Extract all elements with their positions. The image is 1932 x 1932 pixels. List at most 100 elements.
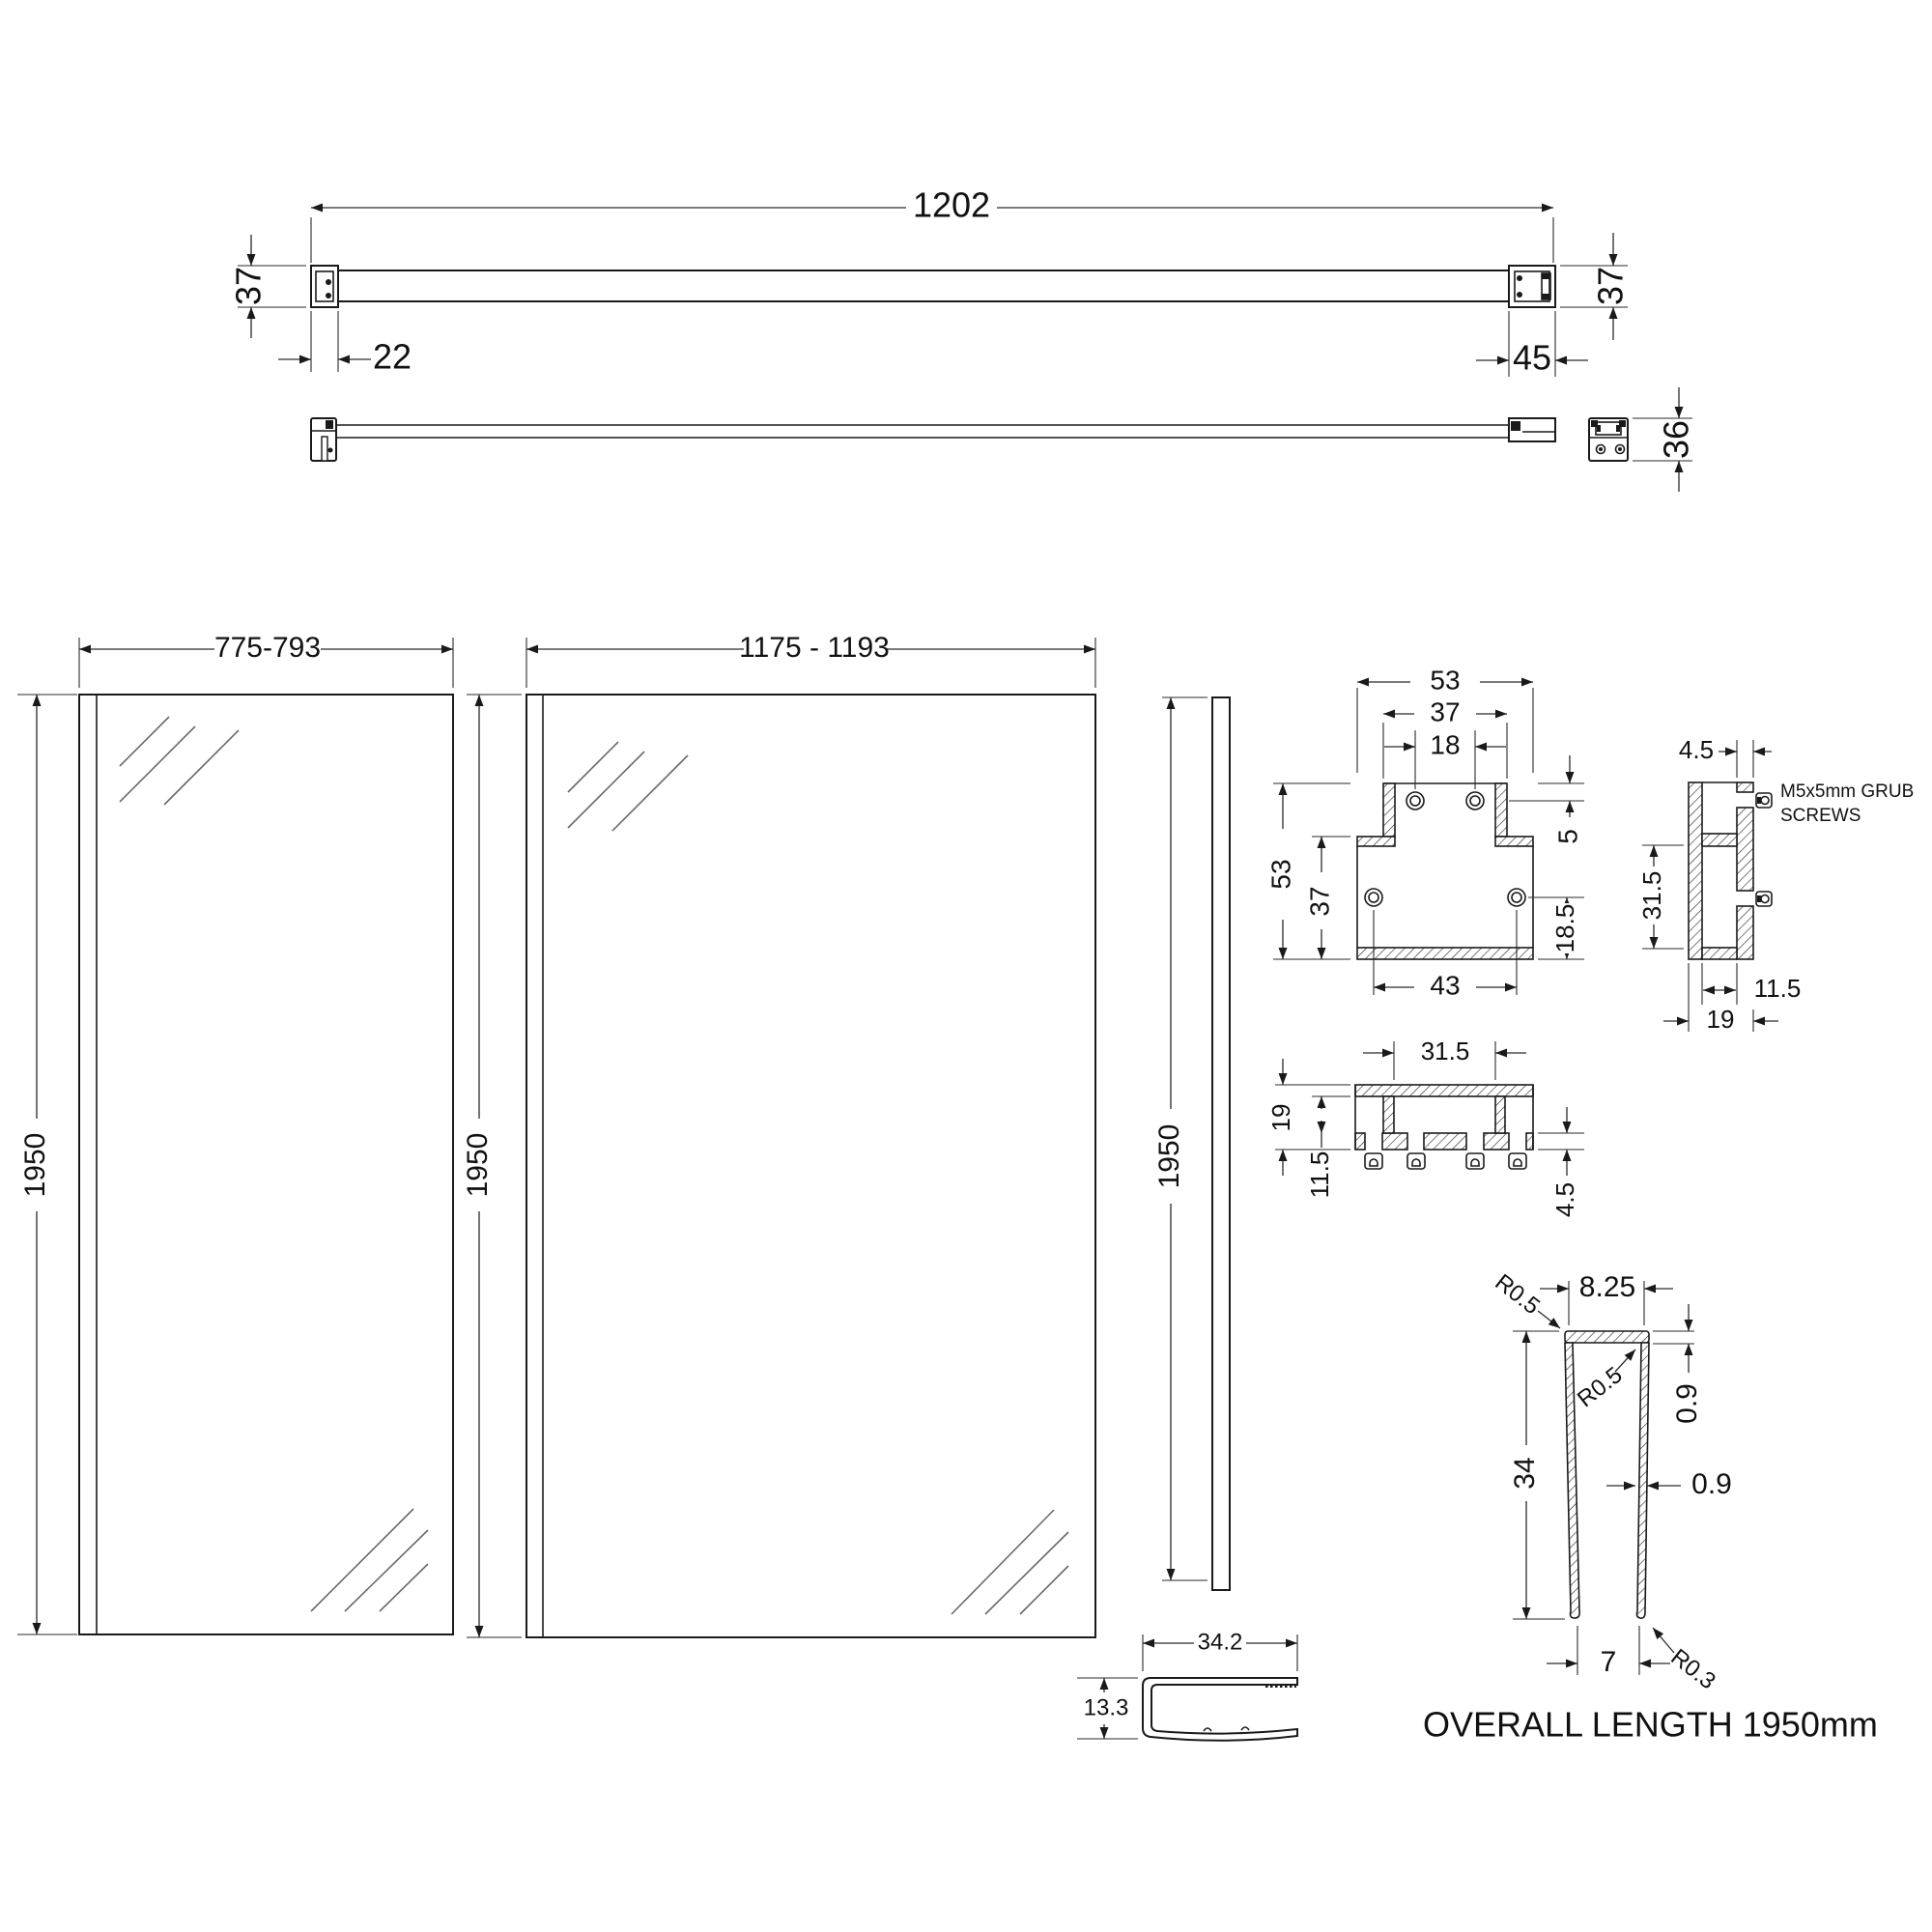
floor-channel-section: 34.2 13.3: [1077, 1629, 1298, 1742]
dim-side-inner-width: 11.5: [1701, 963, 1802, 1005]
dim-panel-1-width-label: 775-793: [214, 632, 321, 664]
dim-tee-overall-width-label: 53: [1430, 665, 1460, 695]
glass-mark-top-left-2: [567, 741, 689, 832]
dim-hprofile-inner-height: 11.5: [1305, 1095, 1350, 1199]
dim-side-inner-width-label: 11.5: [1754, 974, 1802, 1003]
wall-bracket-side-view: [310, 417, 337, 462]
dim-uchannel-height-label: 34: [1509, 1457, 1541, 1489]
dim-bar-height-left-label: 37: [229, 267, 269, 305]
wall-bracket-top-view: [310, 265, 339, 308]
grub-screw-2: [1755, 891, 1773, 907]
dim-side-width: 19: [1663, 963, 1778, 1034]
u-channel-left-leg: [1564, 1342, 1580, 1619]
dim-end-height-label: 36: [1657, 420, 1696, 459]
dim-channel-width: 34.2: [1142, 1629, 1298, 1671]
glass-panel-1-body: [78, 694, 454, 1635]
dim-uchannel-wall-thickness-label: 0.9: [1691, 1468, 1732, 1500]
dim-tee-overall-width: 53: [1356, 665, 1534, 773]
dim-side-inner-height: 31.5: [1637, 844, 1684, 950]
support-bar-top-view: 1202 37 22: [229, 185, 1631, 378]
support-bar: [334, 270, 1510, 302]
dim-bar-height-right-label: 37: [1591, 267, 1631, 305]
dim-tee-top-width-label: 37: [1430, 696, 1460, 726]
glass-panel-2: 1175 - 1193 1950: [462, 632, 1096, 1638]
glass-panel-2-body: [526, 694, 1096, 1638]
dim-strip-height: 1950: [1153, 696, 1208, 1581]
dim-hprofile-wall-label: 4.5: [1550, 1182, 1579, 1217]
dim-side-inner-height-label: 31.5: [1637, 871, 1666, 921]
dim-bar-length: 1202: [913, 185, 990, 225]
vertical-profile-strip: 1950: [1153, 696, 1231, 1591]
dim-strip-height-label: 1950: [1153, 1124, 1185, 1189]
grub-screw-note-line2: SCREWS: [1780, 806, 1861, 826]
dim-uchannel-wall-thickness: 0.9: [1606, 1468, 1732, 1500]
dim-hprofile-inner-width: 31.5: [1363, 1037, 1526, 1080]
glass-mark-top-left-1: [119, 716, 240, 806]
dim-tee-hole-spacing-label: 18: [1430, 729, 1460, 759]
dim-tee-hole-span: 43: [1373, 910, 1518, 1000]
dim-channel-height-label: 13.3: [1084, 1694, 1129, 1720]
dim-tee-overall-height-label: 53: [1265, 859, 1295, 889]
dim-hprofile-inner-width-label: 31.5: [1421, 1037, 1470, 1065]
dim-tee-overall-height: 53: [1265, 782, 1350, 960]
dim-channel-height: 13.3: [1077, 1677, 1138, 1740]
dim-panel-2-height-label: 1950: [462, 1133, 494, 1198]
dim-bar-height-right: 37: [1560, 233, 1631, 340]
dim-end-offset-label: 45: [1513, 338, 1551, 378]
dim-uchannel-bottom-width-label: 7: [1601, 1646, 1617, 1678]
dim-panel-2-width: 1175 - 1193: [526, 632, 1096, 688]
dim-tee-hole-offset: 18.5: [1528, 896, 1584, 960]
dim-wall-offset: 22: [278, 311, 412, 377]
dim-tee-wall: 5: [1509, 755, 1584, 844]
dim-tee-hole-span-label: 43: [1430, 970, 1460, 1000]
screw-holes: [1364, 791, 1526, 907]
dim-uchannel-top-width: 8.25: [1540, 1271, 1673, 1325]
dim-hprofile-height: 19: [1266, 1059, 1350, 1176]
dim-uchannel-height: 34: [1509, 1330, 1565, 1620]
clamp-end-view: [1588, 417, 1629, 462]
dim-tee-wall-label: 5: [1552, 829, 1582, 844]
dim-side-wall: 4.5: [1679, 735, 1772, 778]
dim-panel-1-height: 1950: [17, 694, 77, 1635]
dim-hprofile-inner-height-label: 11.5: [1305, 1151, 1334, 1199]
side-profile-section: 4.5 M5x5mm GRUB SCREWS 31.5 11.5 19: [1637, 735, 1914, 1034]
channel-rib-1: [1203, 1727, 1212, 1732]
dim-uchannel-bottom-width: 7: [1547, 1626, 1670, 1678]
channel-rib-2: [1240, 1726, 1250, 1731]
horizontal-profile-section: 31.5 19 11.5 4.5: [1266, 1037, 1584, 1217]
dim-side-width-label: 19: [1707, 1005, 1735, 1034]
dim-wall-offset-label: 22: [373, 337, 412, 377]
glass-clamp-top-view: [1508, 265, 1556, 308]
dim-end-height: 36: [1633, 387, 1696, 492]
dim-tee-lower-height-label: 37: [1304, 886, 1334, 916]
glass-mark-bottom-right-2: [951, 1509, 1069, 1615]
dim-hprofile-height-label: 19: [1266, 1104, 1295, 1132]
dim-panel-1-height-label: 1950: [19, 1133, 51, 1198]
dim-tee-top-width: 37: [1382, 696, 1508, 779]
support-bar-side-view: 36: [310, 387, 1696, 492]
dim-channel-width-label: 34.2: [1198, 1629, 1243, 1655]
dim-end-offset: 45: [1476, 311, 1588, 378]
dim-tee-hole-spacing: 18: [1384, 729, 1506, 789]
dim-panel-2-height: 1950: [462, 694, 522, 1638]
dim-uchannel-top-thickness-label: 0.9: [1671, 1383, 1703, 1424]
t-bracket-section: 53 37 18 53 37: [1265, 665, 1584, 1000]
grub-screw-1: [1755, 792, 1773, 809]
dim-tee-hole-offset-label: 18.5: [1550, 904, 1579, 953]
u-channel-top: [1564, 1330, 1650, 1344]
glass-panel-1: 775-793 1950: [17, 632, 454, 1635]
profile-strip-body: [1211, 696, 1231, 1591]
overall-length-note: OVERALL LENGTH 1950mm: [1423, 1705, 1878, 1745]
dim-panel-1-width: 775-793: [78, 632, 454, 688]
dim-tee-lower-height: 37: [1304, 836, 1350, 959]
grub-screw-note-line1: M5x5mm GRUB: [1780, 781, 1914, 802]
dim-panel-2-width-label: 1175 - 1193: [739, 632, 890, 664]
glass-clamp-side-view: [1508, 417, 1556, 442]
dim-bar-height-left: 37: [229, 235, 306, 338]
grub-screws-bottom: [1364, 1152, 1527, 1170]
dim-side-wall-label: 4.5: [1679, 735, 1714, 764]
dim-uchannel-top-thickness: 0.9: [1653, 1304, 1703, 1424]
u-channel-right-leg: [1635, 1342, 1650, 1619]
dim-uchannel-top-width-label: 8.25: [1579, 1271, 1635, 1303]
